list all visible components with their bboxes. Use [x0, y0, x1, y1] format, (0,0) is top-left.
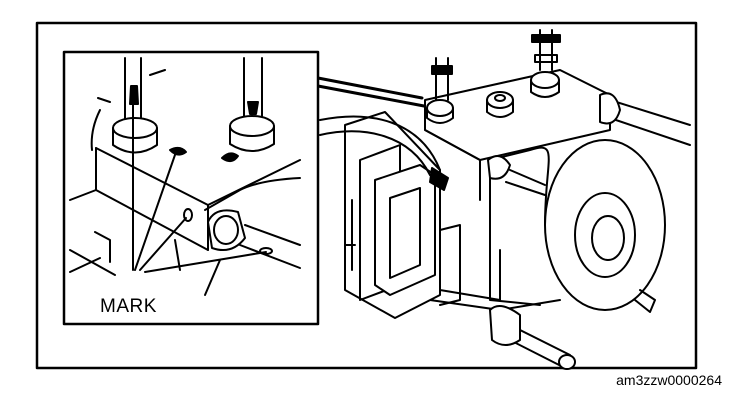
- hydraulic-unit: [319, 29, 691, 370]
- figure-code: am3zzw0000264: [616, 372, 722, 388]
- callout-leader: [316, 76, 426, 108]
- outer-frame: [35, 21, 698, 370]
- inset-detail-drawing: [69, 57, 301, 296]
- mark-label: MARK: [100, 296, 157, 317]
- detail-inset-frame: [62, 50, 320, 326]
